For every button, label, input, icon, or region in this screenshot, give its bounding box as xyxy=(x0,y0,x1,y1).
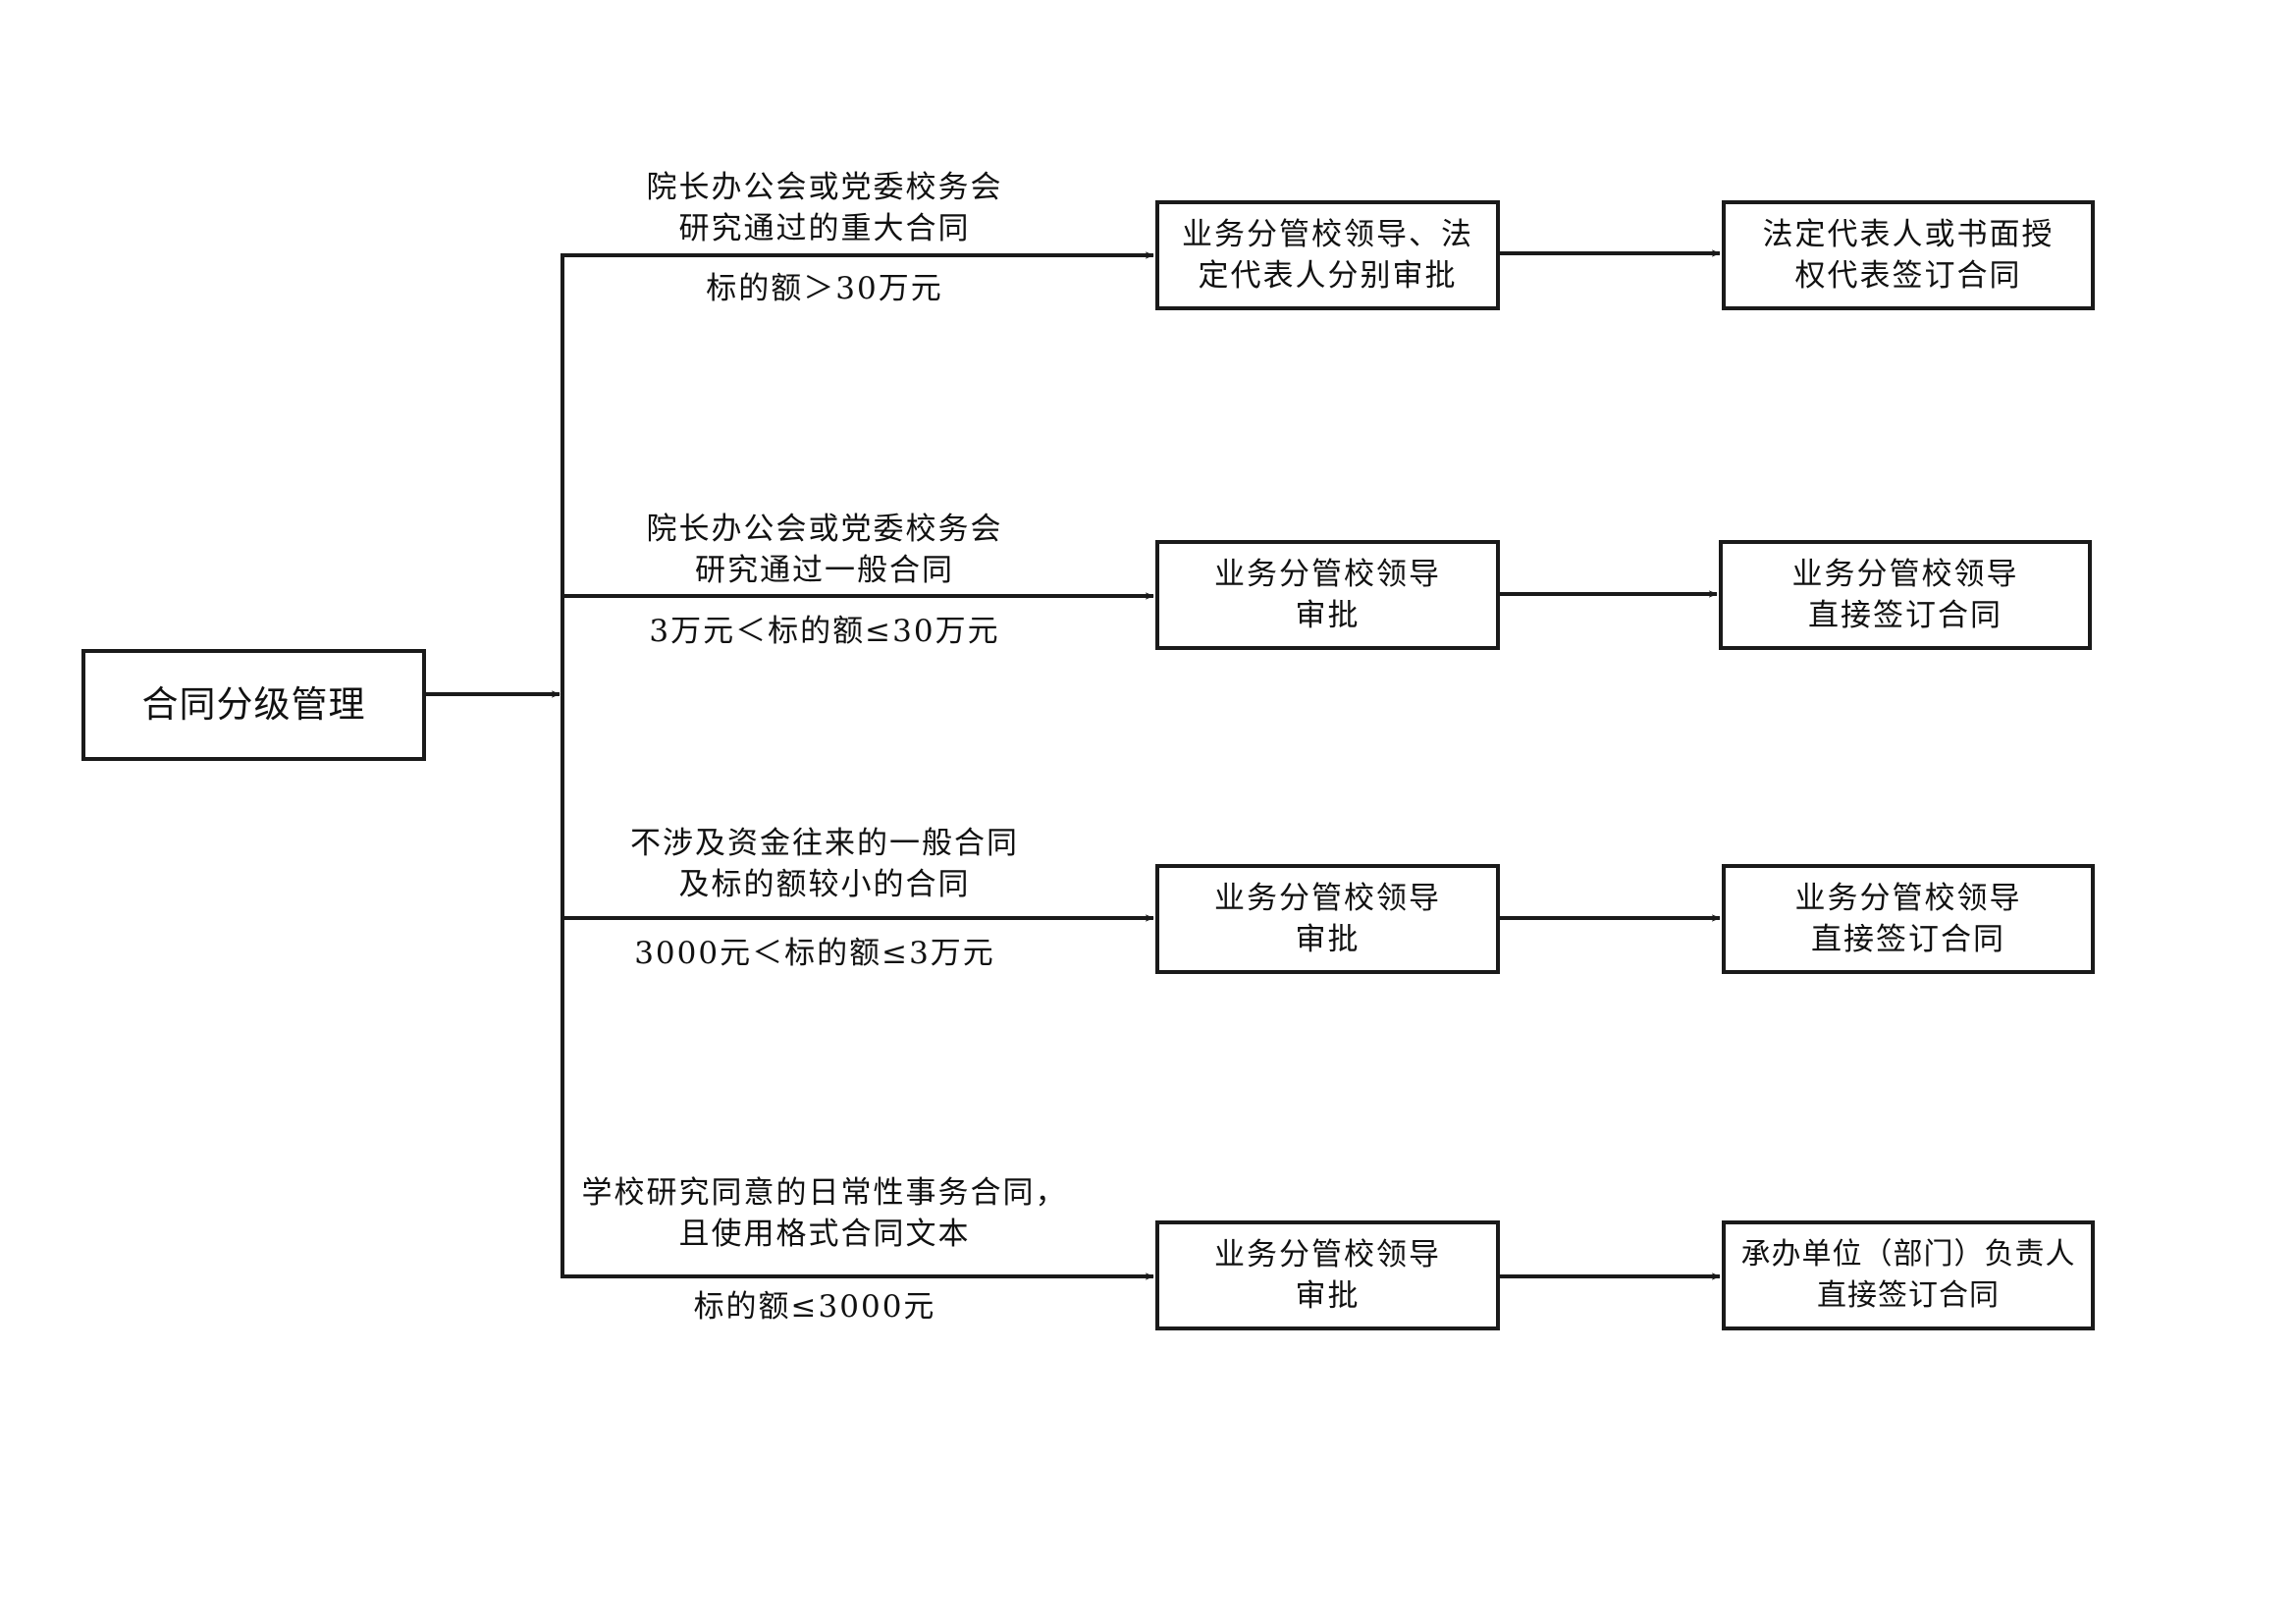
branch-3-approval-line-2: 审批 xyxy=(1295,922,1361,957)
branch-4-signing-line-1: 承办单位（部门）负责人 xyxy=(1740,1237,2076,1272)
branch-1-signing-box: 法定代表人或书面授 权代表签订合同 xyxy=(1722,200,2095,310)
branch-2-approval-box: 业务分管校领导 审批 xyxy=(1155,540,1500,650)
branch-3-signing-line-2: 直接签订合同 xyxy=(1811,922,2005,957)
branch-2-signing-line-1: 业务分管校领导 xyxy=(1791,557,2019,592)
branch-1-approval-box: 业务分管校领导、法 定代表人分别审批 xyxy=(1155,200,1500,310)
branch-2-condition-line-2: 研究通过一般合同 xyxy=(695,553,954,588)
branch-4-approval-box: 业务分管校领导 审批 xyxy=(1155,1220,1500,1330)
branch-4-signing-line-2: 直接签订合同 xyxy=(1817,1278,2000,1313)
branch-1-signing-line-2: 权代表签订合同 xyxy=(1794,258,2022,294)
branch-2-amount: 3万元＜标的额≤30万元 xyxy=(649,614,1000,649)
branch-4-amount: 标的额≤3000元 xyxy=(693,1289,936,1325)
branch-1-approval-line-1: 业务分管校领导、法 xyxy=(1182,217,1473,252)
branch-2-condition-line-1: 院长办公会或党委校务会 xyxy=(646,512,1003,547)
branch-4-approval-line-1: 业务分管校领导 xyxy=(1214,1237,1441,1272)
branch-1-amount: 标的额＞30万元 xyxy=(706,271,943,306)
branch-1-signing-line-1: 法定代表人或书面授 xyxy=(1762,217,2055,252)
branch-3-approval-box: 业务分管校领导 审批 xyxy=(1155,864,1500,974)
branch-3-amount: 3000元＜标的额≤3万元 xyxy=(634,936,995,971)
branch-2-condition: 院长办公会或党委校务会 研究通过一般合同 xyxy=(599,509,1050,591)
branch-4-condition: 学校研究同意的日常性事务合同， 且使用格式合同文本 xyxy=(579,1172,1070,1255)
branch-2-approval-line-1: 业务分管校领导 xyxy=(1214,557,1441,592)
branch-3-condition-line-1: 不涉及资金往来的一般合同 xyxy=(630,826,1019,861)
branch-1-approval-line-2: 定代表人分别审批 xyxy=(1198,258,1458,294)
branch-1-condition: 院长办公会或党委校务会 研究通过的重大合同 xyxy=(599,167,1050,249)
branch-3-signing-box: 业务分管校领导 直接签订合同 xyxy=(1722,864,2095,974)
branch-4-approval-line-2: 审批 xyxy=(1295,1278,1361,1314)
branch-3-approval-line-1: 业务分管校领导 xyxy=(1214,881,1441,916)
branch-1-condition-line-1: 院长办公会或党委校务会 xyxy=(646,170,1003,205)
branch-2-signing-line-2: 直接签订合同 xyxy=(1808,598,2002,633)
branch-4-signing-box: 承办单位（部门）负责人 直接签订合同 xyxy=(1722,1220,2095,1330)
root-label: 合同分级管理 xyxy=(141,683,366,726)
root-box: 合同分级管理 xyxy=(81,649,426,761)
branch-2-signing-box: 业务分管校领导 直接签订合同 xyxy=(1719,540,2092,650)
branch-1-condition-line-2: 研究通过的重大合同 xyxy=(678,211,971,246)
branch-4-condition-line-1: 学校研究同意的日常性事务合同， xyxy=(581,1175,1068,1211)
branch-3-condition-line-2: 及标的额较小的合同 xyxy=(678,867,971,902)
branch-3-signing-line-1: 业务分管校领导 xyxy=(1794,881,2022,916)
branch-4-condition-line-2: 且使用格式合同文本 xyxy=(678,1217,971,1252)
branch-3-condition: 不涉及资金往来的一般合同 及标的额较小的合同 xyxy=(589,823,1060,905)
branch-2-approval-line-2: 审批 xyxy=(1295,598,1361,633)
